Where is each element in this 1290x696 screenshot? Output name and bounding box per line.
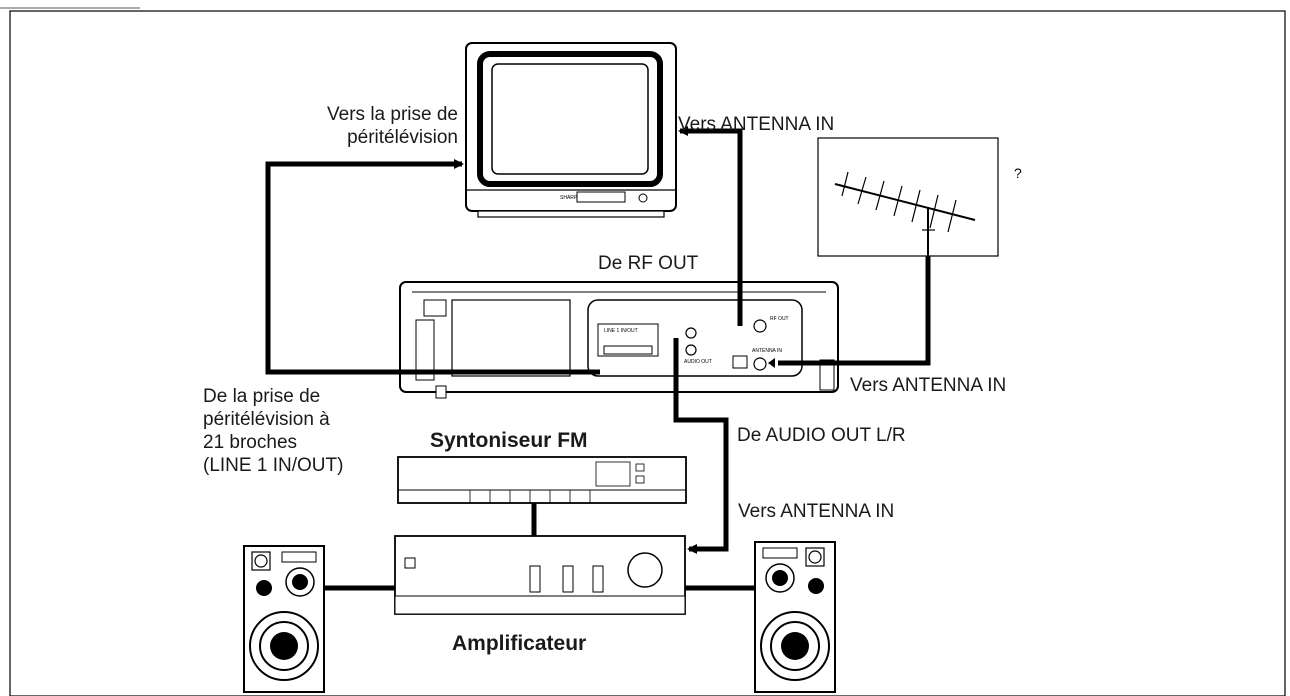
diagram-frame xyxy=(9,10,1286,696)
left-speaker xyxy=(243,545,325,693)
label-de-prise-peritel: De la prise de péritélévision à 21 broch… xyxy=(203,386,344,476)
label-amplificateur: Amplificateur xyxy=(452,632,587,655)
label-vers-antenna-tv: Vers ANTENNA IN xyxy=(678,114,835,135)
rf-cable xyxy=(678,126,743,326)
label-vers-antenna-amp: Vers ANTENNA IN xyxy=(738,501,895,522)
antenna-symbol: ? xyxy=(1014,165,1022,181)
vcr-antenna-in-marking: ANTENNA IN xyxy=(752,348,782,354)
label-de-audio-out: De AUDIO OUT L/R xyxy=(737,425,906,446)
audio-cable xyxy=(673,338,729,554)
label-de-rf-out: De RF OUT xyxy=(598,253,699,274)
vcr-rf-out-marking: RF OUT xyxy=(770,316,789,322)
label-vers-prise-peritel: Vers la prise de péritélévision xyxy=(327,104,458,148)
outdoor-antenna: ? xyxy=(817,137,1022,257)
label-vers-antenna-vcr: Vers ANTENNA IN xyxy=(850,375,1007,396)
tv-set: SHARP xyxy=(465,42,677,218)
right-speaker xyxy=(754,541,836,693)
scart-cable xyxy=(265,159,600,375)
amplifier xyxy=(394,535,686,615)
label-syntoniseur: Syntoniseur FM xyxy=(430,429,588,452)
vcr-rear-panel: LINE 1 IN/OUT AUDIO OUT RF OUT ANTENNA I… xyxy=(399,281,839,399)
antenna-cable xyxy=(778,256,931,366)
vcr-line-marking: LINE 1 IN/OUT xyxy=(604,328,638,334)
fm-tuner xyxy=(397,456,687,504)
vcr-audio-out-marking: AUDIO OUT xyxy=(684,359,712,365)
tv-brand: SHARP xyxy=(560,195,578,201)
